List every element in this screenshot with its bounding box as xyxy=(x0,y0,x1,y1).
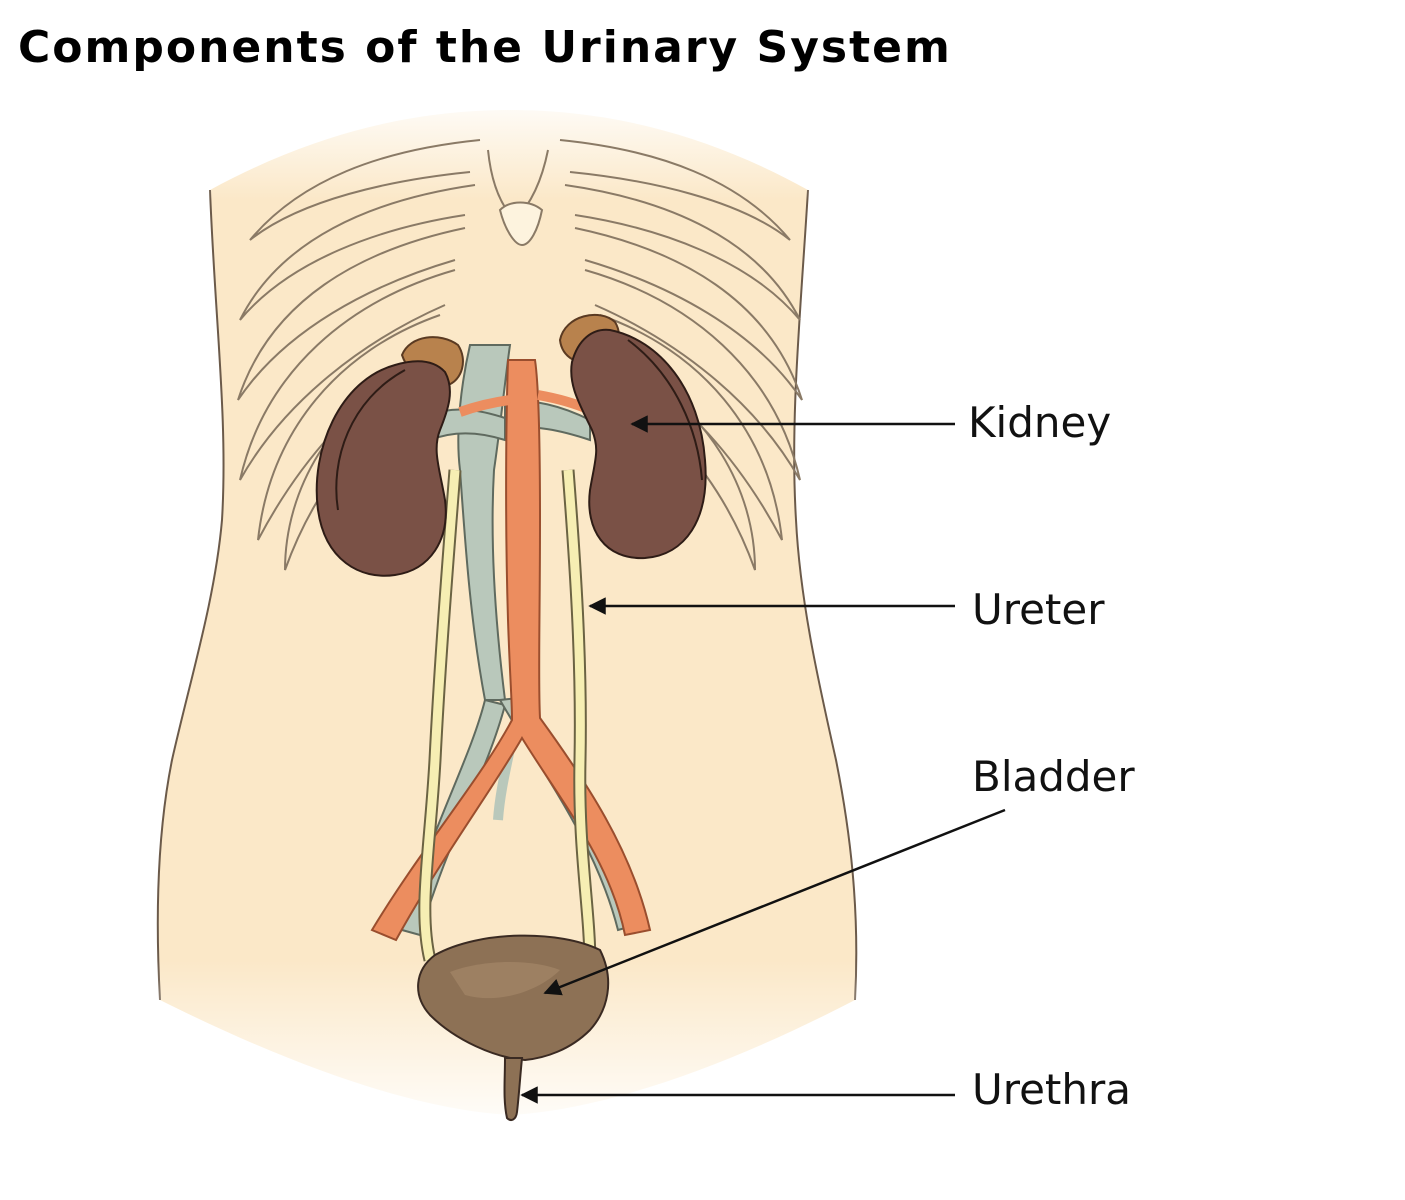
bladder-leader-line xyxy=(543,808,1006,996)
urethra xyxy=(503,1057,524,1121)
leader-lines xyxy=(520,415,1006,1104)
bladder-label: Bladder xyxy=(972,752,1135,801)
kidney-label: Kidney xyxy=(968,398,1112,447)
kidneys xyxy=(315,313,707,577)
urethra-label: Urethra xyxy=(972,1065,1132,1114)
ureters xyxy=(418,469,597,966)
left-kidney xyxy=(315,360,451,577)
ureter-label: Ureter xyxy=(972,585,1105,634)
diagram-title: Components of the Urinary System xyxy=(18,22,952,73)
bladder xyxy=(417,934,610,1121)
